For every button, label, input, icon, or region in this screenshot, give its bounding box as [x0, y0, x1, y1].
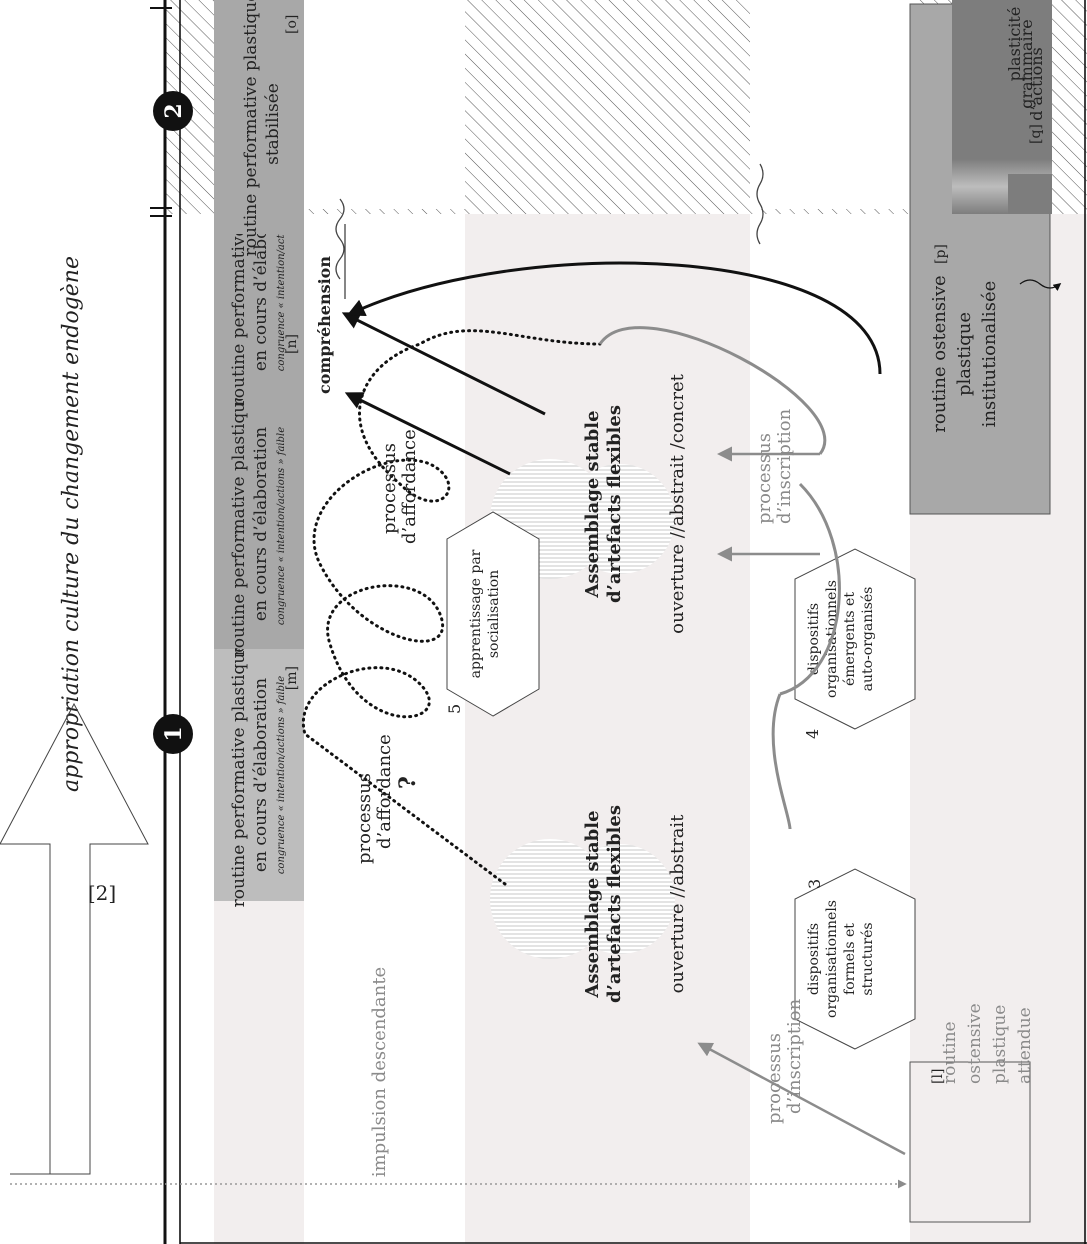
routine-q-line1: plasticité	[1005, 7, 1024, 82]
inscription-b-line1: processus	[754, 433, 775, 524]
dispositif-3-line3: formels et	[842, 923, 858, 995]
assemblage-a-line1: Assemblage stable	[582, 810, 603, 998]
affordance-a-line1: processus	[354, 773, 375, 864]
dispositif-4-num: 4	[803, 729, 822, 739]
routine-o-line2: stabilisée	[263, 83, 283, 165]
assemblage-b-line2: d’artefacts flexibles	[604, 405, 625, 603]
routine-m-line1: routine performative plastique	[229, 643, 249, 908]
marker-1: 1	[153, 714, 193, 754]
affordance-b-line1: processus	[379, 443, 400, 534]
routine-m-sub: congruence « intention/actions » faible	[276, 676, 287, 874]
assemblage-b: Assemblage stable d’artefacts flexibles …	[582, 373, 688, 633]
routine-o-line1: routine performative plastique	[241, 0, 261, 256]
routine-q-ref: [q]	[1028, 124, 1044, 144]
routine-o: routine performative plastique stabilisé…	[214, 0, 304, 256]
routine-n-ref: [n]	[284, 334, 300, 354]
inscription-a-line2: d’inscription	[784, 998, 805, 1114]
frame	[150, 0, 1087, 1244]
routine-p-ref: [p]	[933, 244, 949, 264]
impulsion-label: impulsion descendante	[369, 967, 390, 1177]
inscription-a-line1: processus	[764, 1033, 785, 1124]
connections	[301, 163, 1062, 1156]
routine-m2-line2: en cours d’élaboration	[251, 427, 271, 621]
assemblage-a-graphic	[490, 839, 675, 959]
dispositif-5-line2: socialisation	[486, 570, 502, 658]
routine-m-ref: [m]	[284, 666, 300, 690]
assemblage-a-sub: ouverture //abstrait	[667, 814, 688, 994]
dispositif-3-line4: structurés	[860, 922, 876, 995]
routine-o-ref: [o]	[284, 15, 300, 34]
routine-l-line2: ostensive	[965, 1003, 985, 1084]
routine-q-line2: grammaire	[1017, 19, 1036, 109]
dispositif-5-num: 5	[445, 704, 464, 714]
impulsion-line: impulsion descendante	[10, 967, 907, 1189]
dispositif-3-line2: organisationnels	[824, 900, 840, 1018]
routine-l-line3: plastique	[990, 1005, 1010, 1084]
routine-m2-line1: routine performative plastique	[229, 392, 249, 657]
question-mark: ?	[395, 776, 421, 789]
inscription-b-line2: d’inscription	[774, 408, 795, 524]
routine-p-line3: institutionalisée	[979, 281, 1000, 428]
routine-l-ref: [l]	[930, 1069, 946, 1084]
routine-m-line2: en cours d’élaboration	[251, 678, 271, 872]
routine-l-line1: routine	[940, 1021, 960, 1084]
affordance-a-line2: d’affordance	[374, 734, 395, 849]
routine-m2: routine performative plastique en cours …	[214, 392, 304, 690]
dispositif-5-line1: apprentissage par	[468, 549, 484, 678]
routine-p-line2: plastique	[954, 312, 975, 396]
outline-arrow: [2]	[0, 702, 149, 1175]
routine-p-line1: routine ostensive	[929, 275, 950, 432]
dispositif-3: dispositifs organisationnels formels et …	[794, 868, 916, 1050]
diagram-title: appropriation culture du changement endo…	[59, 256, 84, 792]
routine-m: routine performative plastique en cours …	[214, 643, 304, 908]
dispositif-3-num: 3	[805, 879, 824, 889]
marker-2-label: 2	[161, 103, 187, 118]
dispositif-4-line3: émergents et	[842, 592, 858, 686]
dispositif-5: apprentissage par socialisation 5	[445, 511, 540, 717]
arrow-ref: [2]	[88, 881, 116, 905]
routine-n-sub: congruence « intention/actions » forte	[276, 177, 287, 371]
routine-q-line3: d’actions	[1027, 47, 1046, 121]
marker-2: 2	[153, 91, 193, 131]
routine-q: plasticité grammaire d’actions [q]	[952, 0, 1052, 214]
dispositif-4-line1: dispositifs	[806, 603, 822, 675]
dispositif-3-line1: dispositifs	[806, 923, 822, 995]
assemblage-a: Assemblage stable d’artefacts flexibles …	[582, 805, 688, 1003]
dispositif-4: dispositifs organisationnels émergents e…	[794, 548, 916, 739]
assemblage-b-sub: ouverture //abstrait /concret	[667, 373, 688, 633]
comprehension-label: compréhension	[315, 256, 334, 394]
dispositif-4-line4: auto-organisés	[860, 587, 876, 692]
assemblage-b-line1: Assemblage stable	[582, 410, 603, 598]
affordance-b-line2: d’affordance	[399, 429, 420, 544]
routine-m2-sub: congruence « intention/actions » faible	[276, 427, 287, 625]
marker-1-label: 1	[161, 726, 187, 741]
assemblage-a-line2: d’artefacts flexibles	[604, 805, 625, 1003]
routine-l-line4: attendue	[1015, 1007, 1035, 1084]
routine-l: routine ostensive plastique attendue [l]	[909, 1003, 1035, 1223]
